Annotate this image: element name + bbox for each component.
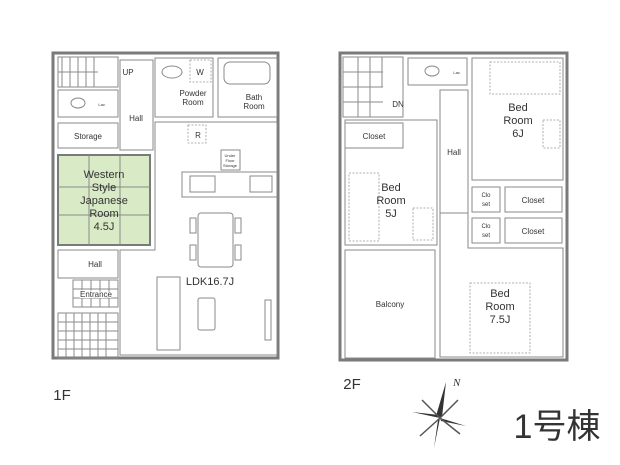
- closet-r1: [504, 186, 563, 213]
- stairs-1f: [57, 56, 119, 88]
- closets-2f: Clo set Closet Clo set Closet: [471, 186, 563, 244]
- storage-1f: [57, 122, 119, 149]
- svg-text:set: set: [482, 233, 490, 239]
- toilet-1f: [57, 89, 119, 118]
- entrance-label: Entrance: [80, 290, 113, 299]
- sink-icon: [161, 65, 183, 79]
- svg-text:Clo: Clo: [481, 224, 491, 230]
- svg-text:Clo: Clo: [481, 193, 491, 199]
- svg-text:Bath: Bath: [246, 93, 262, 102]
- hall-lower-1f: [57, 249, 119, 279]
- coffee-table: [197, 297, 216, 331]
- porch-tiles: [57, 312, 119, 359]
- building-title: 1号棟: [514, 408, 601, 446]
- hall-2f-label: Hall: [447, 148, 461, 157]
- floor-1-plan: UP Lav. Hall Storage Western Style Japan…: [51, 51, 280, 404]
- ldk-label: LDK16.7J: [186, 276, 234, 288]
- compass-icon: N: [412, 377, 466, 448]
- svg-text:set: set: [482, 202, 490, 208]
- dn-label: DN: [392, 100, 404, 109]
- svg-text:Storage: Storage: [223, 163, 238, 168]
- svg-text:Bed: Bed: [381, 182, 401, 194]
- svg-text:Room: Room: [89, 208, 118, 220]
- floor-2-label: 2F: [343, 376, 361, 393]
- svg-text:4.5J: 4.5J: [94, 221, 115, 233]
- bedroom-6j: Bed Room 6J: [471, 57, 564, 181]
- stove-icon: [249, 175, 273, 193]
- bathtub-icon: [223, 61, 271, 85]
- svg-text:Closet: Closet: [363, 132, 386, 141]
- svg-text:Japanese: Japanese: [80, 195, 128, 207]
- svg-text:Closet: Closet: [522, 227, 545, 236]
- svg-text:7.5J: 7.5J: [490, 314, 511, 326]
- fridge-label: R: [195, 131, 201, 140]
- floor-2-plan: DN Lav. Bed Room 6J Closet Bed Room 5J H…: [338, 51, 569, 393]
- western-japanese-room: Western Style Japanese Room 4.5J: [57, 154, 151, 246]
- svg-text:Closet: Closet: [522, 196, 545, 205]
- underfloor-storage: [220, 149, 241, 171]
- balcony: [344, 249, 436, 359]
- svg-text:5J: 5J: [385, 208, 397, 220]
- storage-label: Storage: [74, 132, 103, 141]
- svg-text:Bed: Bed: [508, 102, 528, 114]
- floor-2-outline: [338, 51, 569, 362]
- svg-text:Room: Room: [485, 301, 514, 313]
- hall-lower-label: Hall: [88, 260, 102, 269]
- svg-text:6J: 6J: [512, 128, 524, 140]
- svg-text:Powder: Powder: [179, 89, 206, 98]
- floor-1-outline: [51, 51, 280, 360]
- closet-a: [471, 186, 501, 213]
- dining-table: [197, 212, 234, 268]
- svg-text:Bed: Bed: [490, 288, 510, 300]
- toilet-icon: [424, 65, 440, 77]
- toilet-icon: [70, 97, 86, 109]
- svg-text:Room: Room: [503, 115, 532, 127]
- entrance: Entrance: [72, 279, 119, 308]
- bedroom-7-5j: Bed Room 7.5J: [439, 212, 564, 358]
- powder-room: W Powder Room: [154, 57, 214, 118]
- north-label: N: [452, 377, 461, 389]
- balcony-label: Balcony: [376, 300, 404, 309]
- svg-text:Floor: Floor: [225, 158, 235, 163]
- sofa: [156, 276, 181, 351]
- stairs-2f: [342, 56, 404, 118]
- svg-text:Under: Under: [225, 153, 237, 158]
- closet-5j: [344, 122, 404, 149]
- lav-label-2f: Lav.: [453, 70, 460, 75]
- svg-text:Room: Room: [243, 102, 265, 111]
- ldk: R Under Floor Storage LDK16.7J: [119, 121, 278, 356]
- svg-text:Room: Room: [376, 195, 405, 207]
- lav-label-1f: Lav.: [98, 102, 105, 107]
- kitchen-sink-icon: [189, 175, 216, 193]
- toilet-2f: [407, 57, 468, 86]
- bath-room: Bath Room: [217, 57, 278, 118]
- up-label: UP: [122, 68, 133, 77]
- bedroom-5j: Closet Bed Room 5J: [344, 119, 438, 246]
- hall-upper-label: Hall: [129, 114, 143, 123]
- floor-1-label: 1F: [53, 387, 71, 404]
- hall-upper-1f: [119, 59, 154, 151]
- svg-text:Western: Western: [84, 169, 125, 181]
- svg-text:Room: Room: [182, 98, 204, 107]
- kitchen-counter: [181, 171, 278, 198]
- closet-b: [471, 217, 501, 244]
- washer-label: W: [196, 68, 204, 77]
- refrigerator-icon: [187, 124, 207, 144]
- closet-r2: [504, 217, 563, 244]
- tv-stand: [264, 299, 272, 341]
- svg-text:Style: Style: [92, 182, 116, 194]
